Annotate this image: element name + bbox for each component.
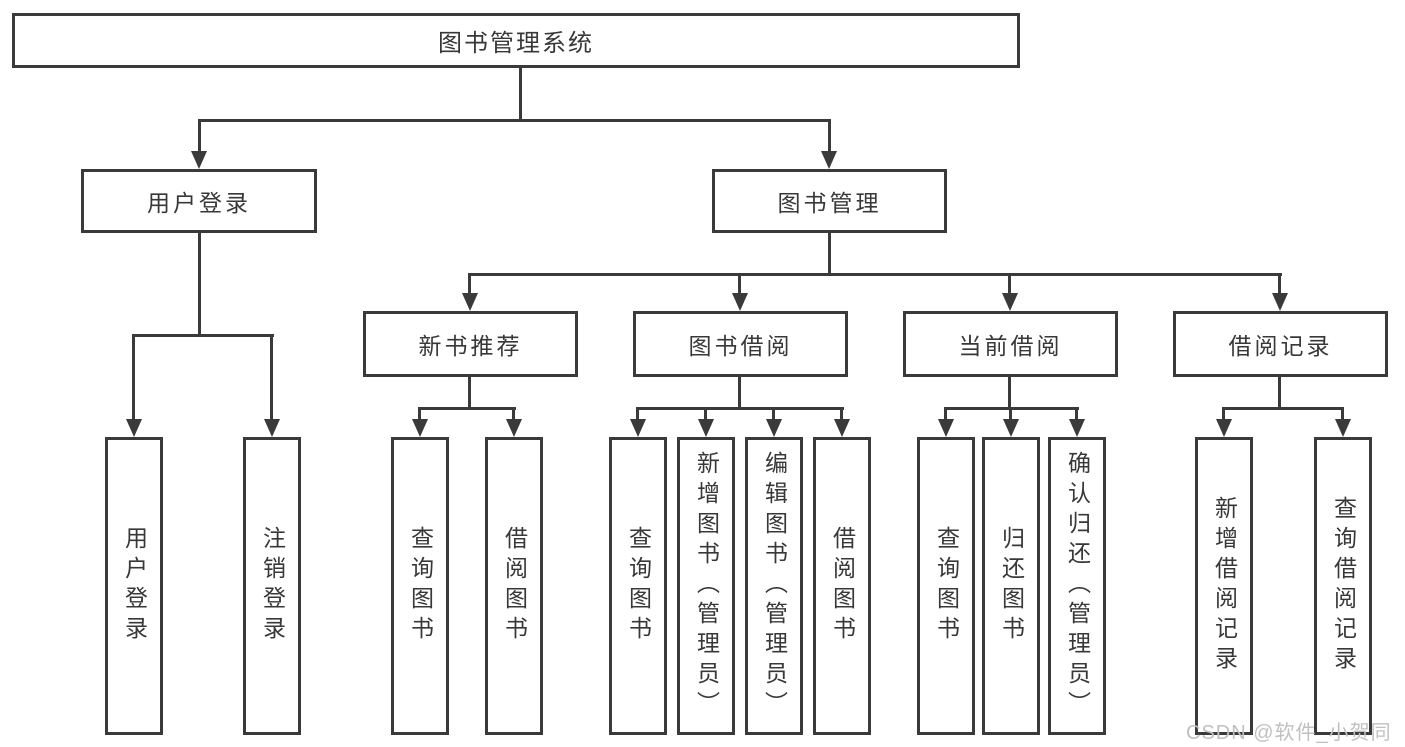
arrowhead-down-icon [462, 293, 478, 311]
line [1008, 377, 1011, 409]
line [1009, 407, 1012, 421]
leaf-label: 新增图书（管理员） [693, 451, 720, 721]
leaf-bb-borrow-book: 借阅图书 [813, 437, 871, 735]
arrowhead-down-icon [938, 419, 954, 437]
node-book-management: 图书管理 [712, 169, 947, 233]
root-node: 图书管理系统 [12, 13, 1020, 68]
line [1341, 407, 1344, 421]
line [840, 407, 843, 421]
arrowhead-down-icon [1272, 293, 1288, 311]
leaf-bb-edit-book-admin: 编辑图书（管理员） [745, 437, 803, 735]
line [738, 377, 741, 409]
node-label: 新书推荐 [418, 333, 523, 359]
line [1008, 273, 1011, 297]
line [1222, 407, 1225, 421]
leaf-logout: 注销登录 [243, 437, 301, 735]
leaf-label: 注销登录 [259, 526, 286, 646]
line [1222, 407, 1344, 410]
node-borrow-record: 借阅记录 [1173, 311, 1388, 377]
leaf-label: 用户登录 [121, 526, 148, 646]
node-label: 图书借阅 [688, 333, 793, 359]
node-book-borrow: 图书借阅 [633, 311, 848, 377]
line [519, 67, 522, 121]
line [468, 377, 471, 409]
arrowhead-down-icon [1216, 419, 1232, 437]
arrowhead-down-icon [1335, 419, 1351, 437]
line [198, 119, 831, 122]
node-current-borrow: 当前借阅 [903, 311, 1118, 377]
line [944, 407, 947, 421]
line [738, 273, 741, 297]
arrowhead-down-icon [698, 419, 714, 437]
line [132, 334, 135, 421]
node-label: 当前借阅 [958, 333, 1063, 359]
line [468, 273, 1282, 276]
line [418, 407, 421, 421]
arrowhead-down-icon [1002, 293, 1018, 311]
leaf-nb-borrow-book: 借阅图书 [485, 437, 543, 735]
leaf-cb-query-book: 查询图书 [917, 437, 975, 735]
arrowhead-down-icon [834, 419, 850, 437]
leaf-label: 查询图书 [407, 526, 434, 646]
arrowhead-down-icon [821, 151, 837, 169]
line [198, 233, 201, 337]
arrowhead-down-icon [766, 419, 782, 437]
leaf-bb-add-book-admin: 新增图书（管理员） [677, 437, 735, 735]
leaf-label: 确认归还（管理员） [1064, 451, 1091, 721]
leaf-label: 新增借阅记录 [1211, 496, 1238, 676]
line [636, 407, 844, 410]
node-label: 用户登录 [147, 190, 251, 216]
line [1278, 377, 1281, 409]
leaf-bb-query-book: 查询图书 [609, 437, 667, 735]
arrowhead-down-icon [264, 419, 280, 437]
line [1075, 407, 1078, 421]
node-new-book-recommend: 新书推荐 [363, 311, 578, 377]
leaf-cb-return-book: 归还图书 [982, 437, 1040, 735]
leaf-br-add-record: 新增借阅记录 [1195, 437, 1253, 735]
line [418, 407, 516, 410]
arrowhead-down-icon [506, 419, 522, 437]
arrowhead-down-icon [191, 151, 207, 169]
root-node-label: 图书管理系统 [438, 30, 594, 57]
leaf-nb-query-book: 查询图书 [391, 437, 449, 735]
node-label: 借阅记录 [1228, 333, 1333, 359]
line [198, 119, 201, 153]
leaf-label: 借阅图书 [501, 526, 528, 646]
leaf-label: 编辑图书（管理员） [761, 451, 788, 721]
node-user-login: 用户登录 [81, 169, 317, 233]
arrowhead-down-icon [1069, 419, 1085, 437]
line [132, 334, 274, 337]
line [1278, 273, 1281, 297]
leaf-cb-confirm-return-admin: 确认归还（管理员） [1048, 437, 1106, 735]
arrowhead-down-icon [412, 419, 428, 437]
leaf-label: 借阅图书 [829, 526, 856, 646]
line [636, 407, 639, 421]
line [512, 407, 515, 421]
leaf-user-login: 用户登录 [105, 437, 163, 735]
line [704, 407, 707, 421]
line [828, 119, 831, 153]
leaf-label: 查询图书 [625, 526, 652, 646]
line [468, 273, 471, 297]
line [270, 334, 273, 421]
arrowhead-down-icon [1003, 419, 1019, 437]
line [772, 407, 775, 421]
line [828, 233, 831, 275]
node-label: 图书管理 [777, 190, 882, 216]
leaf-label: 查询图书 [933, 526, 960, 646]
leaf-br-query-record: 查询借阅记录 [1314, 437, 1372, 735]
leaf-label: 归还图书 [998, 526, 1025, 646]
arrowhead-down-icon [126, 419, 142, 437]
leaf-label: 查询借阅记录 [1330, 496, 1357, 676]
arrowhead-down-icon [630, 419, 646, 437]
arrowhead-down-icon [732, 293, 748, 311]
csdn-watermark: CSDN @软件_小贺同学 [1186, 722, 1392, 744]
